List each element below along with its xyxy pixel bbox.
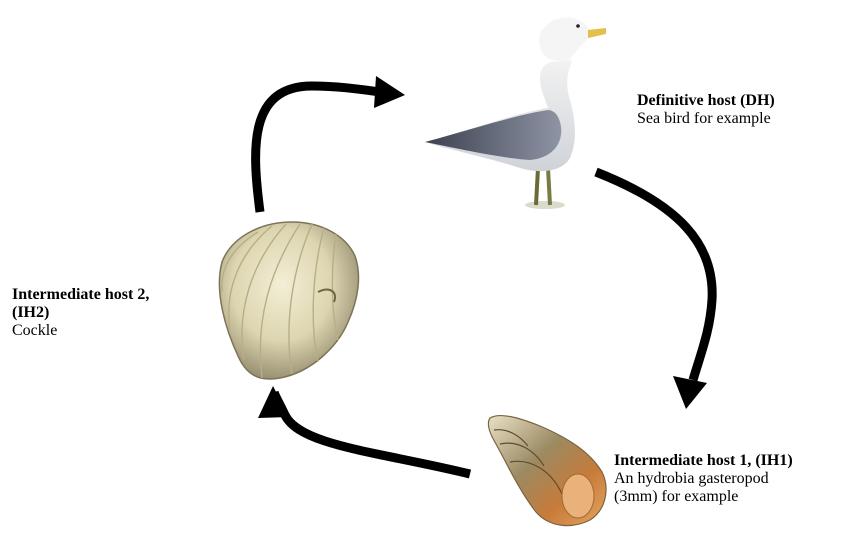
snail-illustration: [488, 416, 606, 526]
bird-head: [539, 17, 604, 62]
intermediate-host-1-title: Intermediate host 1, (IH1): [614, 452, 793, 470]
arrowhead-to-ih2: [258, 386, 289, 418]
intermediate-host-2-title-line1: Intermediate host 2,: [12, 286, 212, 304]
arrow-ih1-to-ih2: [274, 392, 470, 474]
bird-beak: [588, 28, 606, 38]
definitive-host-label: Definitive host (DH) Sea bird for exampl…: [637, 92, 775, 128]
definitive-host-title: Definitive host (DH): [637, 92, 775, 110]
intermediate-host-1-description-line1: An hydrobia gasteropod: [614, 470, 793, 488]
arrowhead-to-dh: [374, 76, 405, 108]
intermediate-host-1-description-line2: (3mm) for example: [614, 488, 793, 506]
bird-shadow: [525, 201, 565, 209]
bird-leg-right: [548, 168, 550, 205]
arrow-ih2-to-dh: [256, 86, 380, 212]
cockle-illustration: [219, 222, 358, 379]
seagull-illustration: [425, 17, 606, 209]
intermediate-host-2-title-line2: (IH2): [12, 304, 212, 322]
arrowhead-to-ih1: [673, 376, 707, 409]
arrow-dh-to-ih1: [596, 172, 712, 380]
definitive-host-description: Sea bird for example: [637, 110, 775, 128]
intermediate-host-2-label: Intermediate host 2, (IH2) Cockle: [12, 286, 212, 340]
bird-leg-left: [536, 168, 538, 205]
bird-wing: [425, 110, 561, 160]
intermediate-host-1-label: Intermediate host 1, (IH1) An hydrobia g…: [614, 452, 793, 506]
intermediate-host-2-description: Cockle: [12, 322, 212, 340]
bird-eye: [576, 24, 580, 28]
snail-aperture: [562, 474, 594, 518]
